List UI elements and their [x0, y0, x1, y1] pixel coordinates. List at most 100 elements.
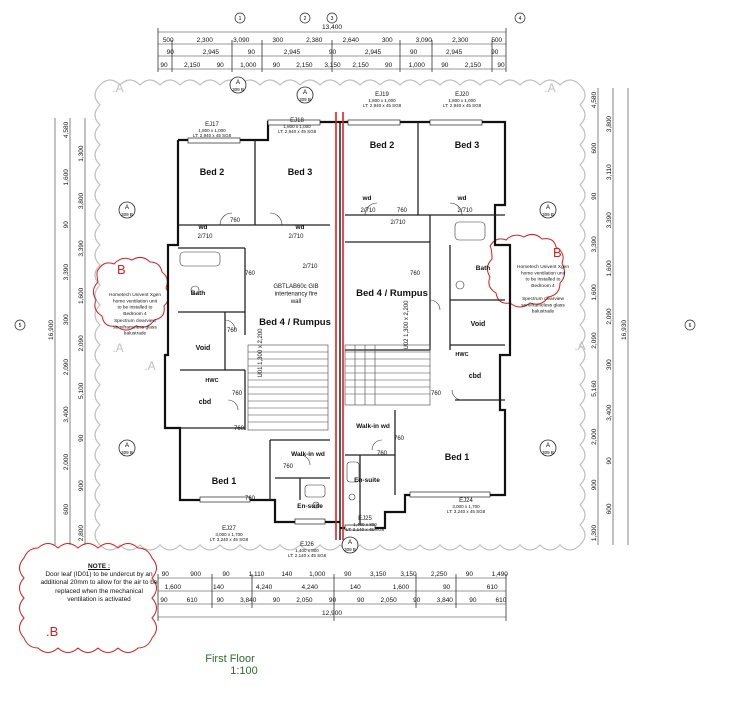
dim-bottom-r2: 1,600 [393, 584, 410, 591]
dim-bottom-r1: 3,150 [370, 571, 387, 578]
room-label-cbd-left: cbd [199, 399, 211, 406]
dim-top-r2: 90 [248, 49, 256, 56]
dimension-text-right: 4,5803,8006003,110903,3903,3901,6001,600… [591, 92, 628, 542]
door-swings [219, 202, 463, 466]
section-marker-sheet: 309 B [121, 450, 133, 455]
room-label-hwc-right: HWC [455, 352, 468, 358]
ventilation-annotation-left: Bedroom 4 [123, 311, 147, 317]
dim-top-r1: 300 [272, 37, 283, 44]
dim-bottom-r3: 610 [187, 597, 198, 604]
joinery-lintel: LT: 3,240 x 45 SG8 [447, 509, 486, 514]
interior-walls [178, 122, 505, 528]
grid-bubble [299, 12, 311, 24]
dim-top-r3: 90 [160, 62, 168, 69]
ventilation-annotation-right: Bedroom 4 [531, 283, 555, 289]
joinery-lintel: LT: 2,140 x 45 SG8 [288, 553, 327, 558]
door-size-label: 760 [227, 328, 238, 334]
balustrade-annotation-left: Spectrum clearview [114, 318, 156, 324]
door-size-label: 760 [232, 391, 243, 397]
grid-bubble [514, 12, 526, 24]
dimension-ticks-bottom [157, 574, 507, 621]
dim-top-overall: 13,400 [322, 24, 342, 31]
grid-bubble-label: 4 [519, 16, 522, 22]
dim-top-r3: 3,150 [324, 62, 341, 69]
section-marker-letter: A [236, 80, 240, 86]
dim-right-value: 2,090 [591, 332, 598, 349]
stair-right [344, 344, 431, 406]
dimension-text-left: 4,5801,3001,6003,800903,3903,3901,600300… [48, 121, 85, 541]
dim-right-value: 3,390 [606, 212, 613, 229]
intertenancy-fire-wall [335, 112, 344, 540]
grey-revision-tag: .A [574, 339, 585, 353]
stair-left [247, 344, 329, 431]
balustrade-annotation-right: balustrade [532, 309, 555, 315]
dim-left-value: 1,600 [63, 169, 70, 186]
fire-wall-annotation: intertenancy fire [275, 292, 318, 298]
dim-bottom-r1: 1,110 [249, 571, 265, 578]
dim-left-value: 300 [63, 314, 70, 325]
door-size-label: 760 [234, 426, 245, 432]
dim-top-r1: 2,300 [197, 37, 214, 44]
dim-right-value: 3,110 [606, 164, 613, 180]
dim-bottom-r2: 1,600 [165, 584, 182, 591]
section-marker-letter: A [348, 540, 352, 546]
door-size-label: 760 [377, 451, 388, 457]
dim-top-r3: 90 [385, 62, 393, 69]
dim-bottom-r3: 90 [469, 597, 477, 604]
dim-top-r2: 2,945 [365, 49, 382, 56]
ventilation-annotation-right: home ventilation unit [521, 270, 566, 276]
joinery-id: EJ17 [205, 122, 219, 128]
dim-top-r1: 2,380 [306, 37, 323, 44]
ventilation-annotation-left: Hometech Univent Xgen [109, 292, 161, 298]
dim-bottom-r3: 90 [357, 597, 365, 604]
grey-revision-tag: .A [144, 359, 155, 373]
section-marker-circle [296, 86, 314, 104]
dim-top-r2: 2,945 [284, 49, 301, 56]
dim-bottom-r2: 610 [487, 584, 498, 591]
joinery-lintel: LT: 2,140 x 45 SG8 [346, 527, 385, 532]
dim-left-value: 4,580 [63, 121, 70, 138]
revision-tag-right: B [553, 245, 562, 260]
dim-top-r1: 2,300 [452, 37, 469, 44]
dim-top-r3: 2,150 [465, 62, 482, 69]
section-marker-letter: A [546, 443, 550, 449]
dim-right-value: 90 [606, 457, 613, 465]
fire-wall-annotation: GBTLAB60c GIB [273, 284, 318, 290]
dim-bottom-r1: 90 [162, 571, 170, 578]
room-label-void-right: Void [471, 321, 486, 328]
dim-right-value: 600 [591, 142, 598, 153]
section-marker-circle [341, 536, 359, 554]
joinery-id: EJ24 [459, 498, 473, 504]
room-label-void-left: Void [196, 345, 211, 352]
dim-top-r2: 90 [491, 49, 499, 56]
joinery-lintel: LT: 2,940 x 45 SG8 [443, 103, 482, 108]
dim-right-value: 3,800 [606, 116, 613, 133]
door-size-label: 2/710 [390, 220, 406, 226]
dim-top-r3: 2,150 [352, 62, 369, 69]
dim-bottom-r1: 3,150 [400, 571, 417, 578]
joinery-id: EJ19 [375, 92, 389, 98]
room-label-bed3-left: Bed 3 [288, 167, 313, 177]
room-label-wd-b: wd [294, 224, 304, 231]
dim-right-value: 2,090 [606, 308, 613, 325]
room-label-bed3-right: Bed 3 [455, 140, 480, 150]
dim-top-r1: 500 [491, 37, 502, 44]
dim-top-r1: 500 [163, 37, 174, 44]
dim-bottom-r1: 90 [466, 571, 474, 578]
dim-top-r1: 2,640 [343, 37, 360, 44]
dim-top-r2: 2,945 [203, 49, 220, 56]
dim-bottom-r3: 90 [160, 597, 168, 604]
grey-revision-tag: .A [544, 81, 555, 95]
dim-bottom-r3: 3,840 [437, 597, 454, 604]
joinery-size: 1,800 x 1,000 [448, 98, 476, 103]
room-label-wd-c: wd [361, 195, 371, 202]
section-marker-letter: A [303, 90, 307, 96]
door-size-label: 760 [410, 271, 421, 277]
door-size-label: 760 [394, 436, 405, 442]
dim-right-value: 600 [606, 503, 613, 514]
joinery-size: 3,000 x 1,700 [452, 504, 480, 509]
dim-top-r2: 2,945 [446, 49, 463, 56]
